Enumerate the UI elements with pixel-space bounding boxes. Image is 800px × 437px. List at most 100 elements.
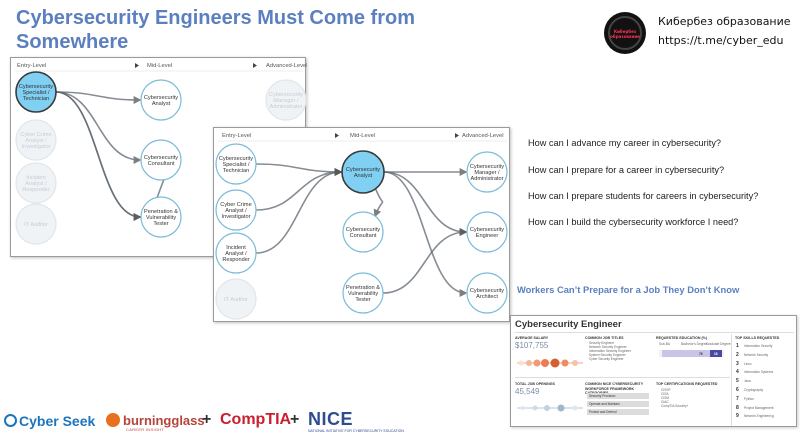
education-label: REQUESTED EDUCATION (%) — [656, 336, 708, 340]
pathway-edge — [373, 188, 384, 218]
level-arrow-icon — [335, 133, 339, 138]
question-build-workforce[interactable]: How can I build the cybersecurity workfo… — [528, 217, 739, 227]
career-node-label: IT Auditor — [24, 222, 48, 228]
channel-link[interactable]: https://t.me/cyber_edu — [658, 34, 784, 47]
skill-rank: 8 — [736, 404, 739, 411]
career-node-label: Engineer — [476, 233, 499, 239]
career-node-label: Analyst / — [25, 181, 47, 187]
career-node-label: Investigator — [222, 214, 251, 220]
question-prepare-students[interactable]: How can I prepare students for careers i… — [528, 191, 759, 201]
common-title-3: System Security Engineer — [589, 353, 626, 357]
openings-dots-icon — [517, 404, 583, 412]
career-node-label: Cybersecurity — [219, 156, 253, 162]
skill-rank: 4 — [736, 369, 739, 376]
avg-salary-label: AVERAGE SALARY — [515, 336, 549, 340]
level-label: Mid-Level — [147, 63, 172, 69]
career-node-label: Cybersecurity — [470, 164, 504, 170]
level-arrow-icon — [253, 63, 257, 68]
career-node-label: Manager / — [273, 98, 299, 104]
career-node-label: Cybersecurity — [346, 167, 380, 173]
career-node-label: Consultant — [350, 233, 377, 239]
nice-item-2: Protect and Defend — [587, 409, 649, 415]
channel-logo: Кибербез образование — [604, 12, 646, 54]
career-node-label: Responder — [222, 257, 250, 263]
common-title-4: Cyber Security Engineer — [589, 357, 624, 361]
channel-brand[interactable]: Кибербез образование Кибербез образовани… — [604, 10, 794, 56]
pathway-edge — [255, 163, 343, 176]
skill-item: Network Security — [744, 352, 769, 357]
cyberseek-label: Cyber Seek — [19, 413, 96, 429]
cert-3: GIAC — [661, 400, 669, 404]
question-prepare-career[interactable]: How can I prepare for a career in cybers… — [528, 165, 725, 175]
cert-4: CompTIA Security+ — [661, 404, 689, 408]
pathway-edge — [255, 168, 343, 211]
career-node-label: Penetration & — [346, 285, 380, 291]
cert-1: CISA — [661, 392, 669, 396]
skills-label: TOP SKILLS REQUESTED — [735, 336, 780, 340]
nice-item-1: Operate and Maintain — [587, 401, 649, 407]
skill-rank: 7 — [736, 395, 739, 402]
education-col-subba: Sub-BA — [659, 342, 670, 346]
career-node-label: Specialist / — [222, 162, 249, 168]
skill-item: Information Security — [744, 344, 773, 348]
skill-item: Python — [744, 396, 754, 401]
certs-label: TOP CERTIFICATIONS REQUESTED — [656, 382, 718, 386]
education-value-bachelor: 78 — [699, 352, 703, 356]
education-bar-bachelor — [662, 350, 710, 357]
salary-dots-icon — [517, 358, 583, 368]
level-arrow-icon — [135, 63, 139, 68]
plus-sign: + — [202, 411, 212, 428]
page-title: Cybersecurity Engineers Must Come from S… — [16, 7, 415, 53]
common-titles-label: COMMON JOB TITLES — [585, 336, 624, 340]
pathway-edge — [383, 171, 468, 236]
career-node-label: Analyst — [354, 173, 373, 179]
skill-rank: 5 — [736, 378, 739, 385]
level-label: Advanced-Level — [462, 133, 504, 139]
career-node-auditor[interactable]: IT Auditor — [215, 278, 257, 320]
level-label: Entry-Level — [222, 133, 251, 139]
skill-rank: 2 — [736, 351, 739, 358]
skill-item: Information Systems — [744, 370, 774, 375]
career-node-label: Analyst / — [225, 251, 247, 257]
skill-item: Network Engineering — [744, 414, 774, 419]
cybersecurity-engineer-card[interactable]: Cybersecurity Engineer AVERAGE SALARY $1… — [510, 315, 797, 427]
cyberseek-logo: Cyber Seek — [4, 413, 95, 429]
career-node-label: Vulnerability — [146, 215, 176, 221]
career-node-label: Investigator — [22, 144, 51, 150]
channel-name: Кибербез образование — [658, 15, 791, 28]
nice-item-1-label: Operate and Maintain — [589, 402, 620, 406]
burningglass-mark-icon — [106, 413, 120, 427]
career-node-auditor[interactable]: IT Auditor — [15, 203, 57, 245]
question-advance-career[interactable]: How can I advance my career in cybersecu… — [528, 138, 722, 148]
career-node-label: Incident — [226, 245, 246, 251]
common-title-0: Security Engineer — [589, 341, 615, 345]
plus-sign: + — [290, 411, 300, 428]
workers-heading: Workers Can’t Prepare for a Job They Don… — [517, 284, 740, 295]
burningglass-tagline: CAREER INSIGHT — [126, 427, 165, 432]
career-node-label: Analyst / — [25, 138, 47, 144]
career-node-label: Vulnerability — [348, 291, 378, 297]
common-title-2: Information Security Engineer — [589, 349, 631, 353]
nice-item-2-label: Protect and Defend — [589, 410, 617, 414]
career-node-label: Cybersecurity — [19, 84, 53, 90]
career-node-label: Cyber Crime — [220, 202, 251, 208]
pathway-edge — [55, 91, 142, 104]
career-node-label: Cybersecurity — [470, 288, 504, 294]
